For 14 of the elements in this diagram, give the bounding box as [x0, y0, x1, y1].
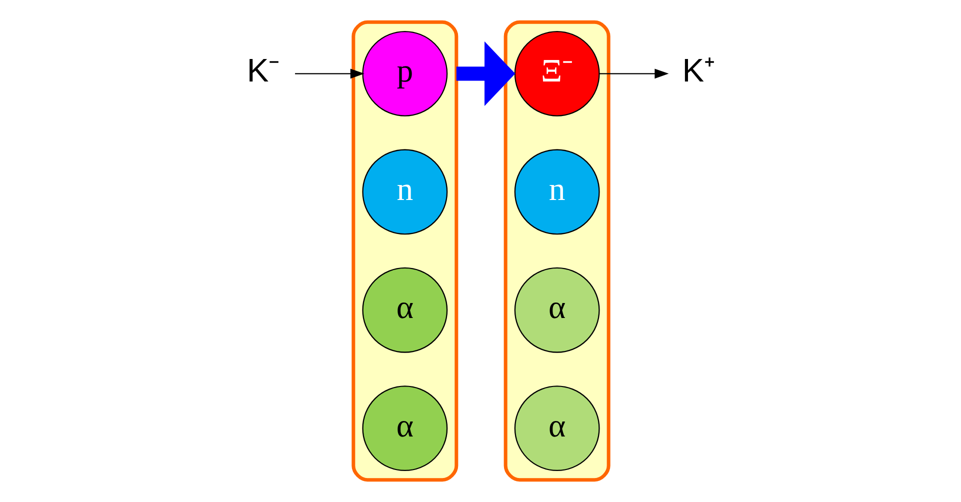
- arrow: [294, 68, 364, 79]
- node-circle: n: [362, 149, 448, 235]
- node-text: K⁻: [246, 52, 280, 89]
- node-circle: Ξ⁻: [514, 30, 600, 116]
- cluster: [503, 20, 610, 482]
- arrow: [598, 68, 668, 79]
- node-circle: α: [514, 267, 600, 353]
- node-circle: p: [362, 30, 448, 116]
- node-text: K⁺: [682, 52, 715, 89]
- cluster: [351, 20, 458, 482]
- node-circle: n: [514, 149, 600, 235]
- node-circle: α: [362, 267, 448, 353]
- node-circle: α: [362, 386, 448, 472]
- node-circle: α: [514, 386, 600, 472]
